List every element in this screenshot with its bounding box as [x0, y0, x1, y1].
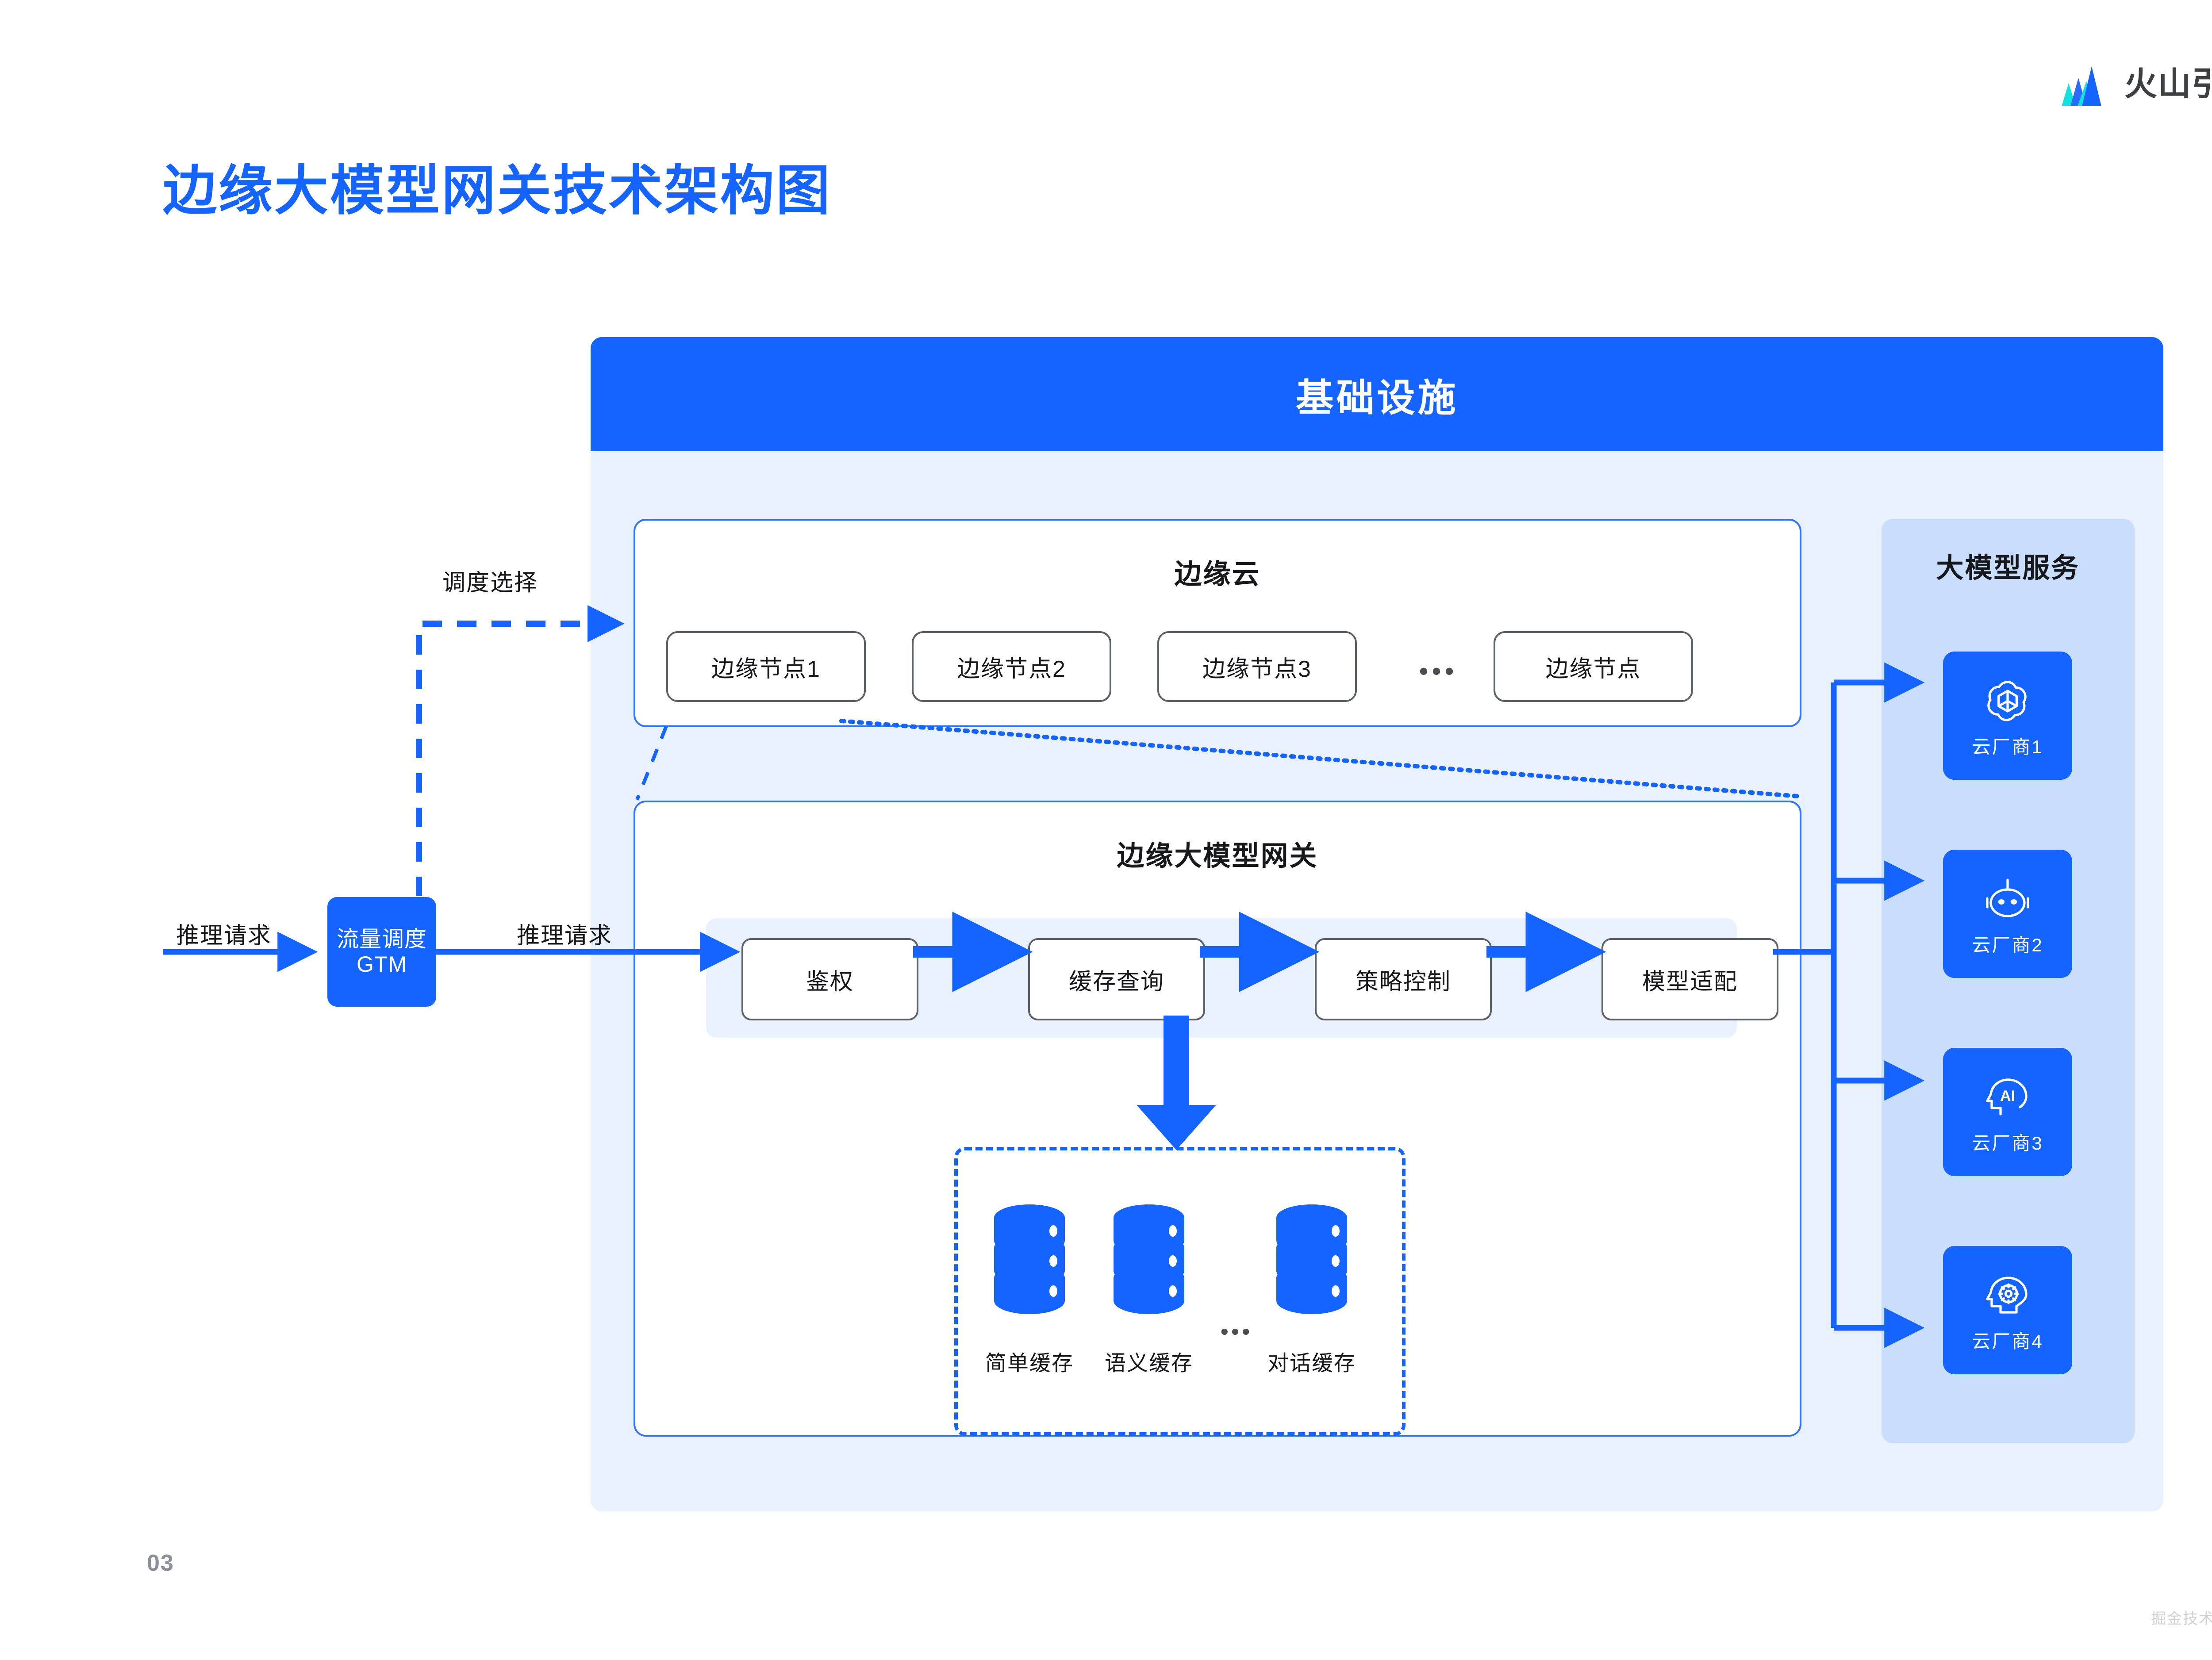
cache-item-conversation[interactable]: 对话缓存: [1267, 1204, 1356, 1376]
model-services-title: 大模型服务: [1936, 553, 2080, 583]
volcano-mountain-icon: [2062, 66, 2101, 106]
gtm-label-line2: GTM: [356, 952, 407, 977]
dashed-schedule-select: [416, 605, 625, 896]
edge-node-1[interactable]: 边缘节点1: [666, 631, 866, 702]
cache-group: 简单缓存 语义缓存 •••: [954, 1147, 1406, 1436]
cache-item-semantic[interactable]: 语义缓存: [1105, 1204, 1193, 1376]
page-number: 03: [147, 1550, 174, 1576]
pipeline-step-policy-control[interactable]: 策略控制: [1315, 938, 1492, 1020]
pipeline-step-model-adapt[interactable]: 模型适配: [1601, 938, 1778, 1020]
schedule-select-label: 调度选择: [442, 570, 538, 596]
svg-text:AI: AI: [2000, 1088, 2015, 1104]
brand-name: 火山引擎: [2124, 65, 2212, 102]
pipeline-step-cache-query[interactable]: 缓存查询: [1028, 938, 1205, 1020]
infrastructure-header-title: 基础设施: [1295, 376, 1459, 419]
edge-cloud-title: 边缘云: [1174, 559, 1261, 590]
vendor-card-4[interactable]: 云厂商4: [1943, 1246, 2072, 1374]
vendor-card-2[interactable]: 云厂商2: [1943, 850, 2072, 978]
edge-node-3[interactable]: 边缘节点3: [1157, 631, 1357, 702]
page-title: 边缘大模型网关技术架构图: [163, 161, 832, 221]
edge-node-ellipsis: •••: [1419, 656, 1458, 686]
cache-label: 简单缓存: [985, 1352, 1074, 1375]
brand-logo: 火山引擎: [2053, 53, 2212, 115]
edge-node-2[interactable]: 边缘节点2: [912, 631, 1111, 702]
pipeline-step-auth[interactable]: 鉴权: [741, 938, 918, 1020]
gateway-title: 边缘大模型网关: [1117, 841, 1318, 871]
vendor-label: 云厂商4: [1972, 1330, 2043, 1352]
cache-label: 语义缓存: [1105, 1352, 1194, 1375]
head-gear-icon: [1986, 1276, 2028, 1314]
vendor-card-1[interactable]: 云厂商1: [1943, 652, 2072, 780]
robot-face-icon: [1986, 878, 2029, 917]
vendor-label: 云厂商3: [1972, 1132, 2043, 1154]
database-icon: [1276, 1204, 1347, 1314]
edge-cloud-panel: 边缘云 边缘节点1 边缘节点2 边缘节点3 ••• 边缘节点: [634, 519, 1801, 727]
database-icon: [1114, 1204, 1184, 1314]
request-label-left: 推理请求: [176, 923, 272, 949]
infrastructure-header: 基础设施: [591, 337, 2163, 451]
edge-node-n[interactable]: 边缘节点: [1494, 631, 1693, 702]
vendor-label: 云厂商2: [1972, 934, 2043, 955]
vendor-card-3[interactable]: AI 云厂商3: [1943, 1048, 2072, 1176]
cache-ellipsis: •••: [1220, 1319, 1253, 1345]
cache-label: 对话缓存: [1267, 1352, 1356, 1375]
gtm-label-line1: 流量调度: [337, 926, 427, 951]
model-services-panel: 大模型服务 云厂商1 云厂商2 AI 云厂商3: [1882, 519, 2135, 1443]
ai-head-icon: AI: [1986, 1078, 2028, 1116]
vendor-label: 云厂商1: [1972, 736, 2043, 757]
gtm-box[interactable]: 流量调度 GTM: [327, 897, 436, 1007]
request-label-right: 推理请求: [517, 923, 613, 949]
watermark: 掘金技术社区 @ 火山引擎边缘云: [2151, 1610, 2212, 1627]
openai-knot-icon: [1987, 680, 2027, 721]
cache-item-simple[interactable]: 简单缓存: [985, 1204, 1074, 1376]
database-icon: [994, 1204, 1065, 1314]
